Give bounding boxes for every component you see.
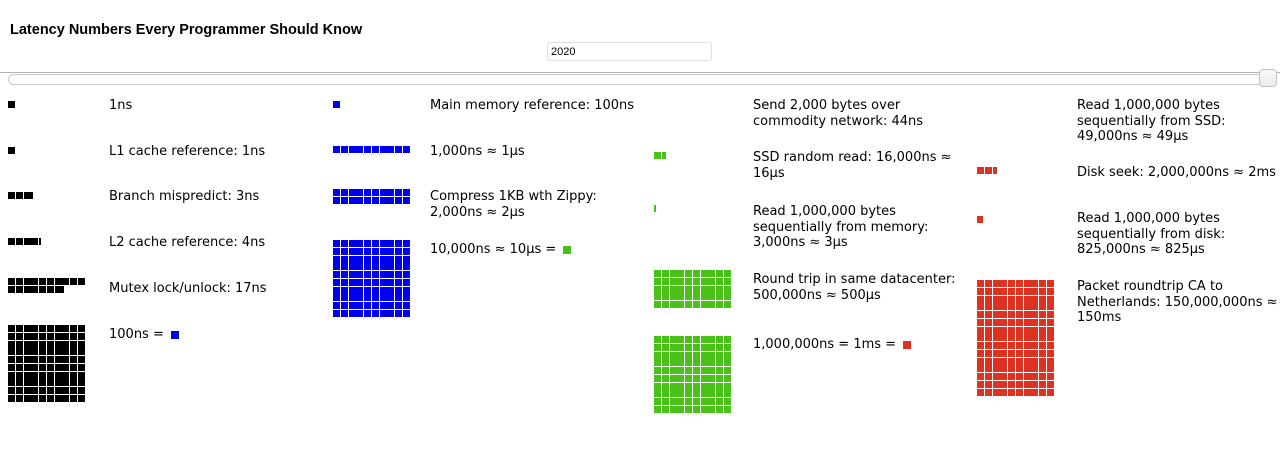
latency-item-label: 100ns = (109, 327, 179, 343)
black-grid-icon (8, 325, 85, 402)
latency-item-label: SSD random read: 16,000ns ≈ 16µs (753, 150, 952, 181)
green-grid-icon (654, 336, 731, 413)
latency-item-label: 1,000,000ns = 1ms = (753, 337, 912, 353)
year-slider-handle[interactable] (1259, 69, 1277, 87)
blue-squares-icon (333, 189, 410, 204)
black-squares-icon (8, 238, 85, 245)
latency-item-label: Compress 1KB wth Zippy: 2,000ns ≈ 2µs (430, 189, 597, 220)
green-grid-icon (654, 270, 731, 308)
year-display: 2020 (547, 42, 712, 61)
red-squares-icon (977, 216, 1054, 223)
blue-grid-icon (333, 240, 410, 317)
year-label: 2020 (551, 45, 576, 58)
red-grid-icon (977, 280, 1054, 396)
black-squares-icon (8, 278, 85, 293)
green-squares-icon (654, 205, 731, 212)
latency-item-label: Packet roundtrip CA to Netherlands: 150,… (1077, 279, 1278, 325)
latency-item-label: Read 1,000,000 bytes sequentially from S… (1077, 98, 1226, 144)
black-squares-icon (8, 101, 85, 108)
latency-item-label: Round trip in same datacenter: 500,000ns… (753, 272, 956, 303)
blue-squares-icon (333, 101, 410, 108)
divider-line (0, 72, 1280, 73)
page-title: Latency Numbers Every Programmer Should … (10, 22, 363, 38)
latency-item-label: Branch mispredict: 3ns (109, 189, 260, 204)
latency-item-label: 10,000ns ≈ 10µs = (430, 242, 572, 258)
green-unit-swatch-icon (563, 245, 572, 254)
latency-item-label: Send 2,000 bytes over commodity network:… (753, 98, 924, 129)
latency-item-label: L2 cache reference: 4ns (109, 235, 266, 250)
latency-item-label: Main memory reference: 100ns (430, 98, 635, 113)
latency-item-label: 1,000ns ≈ 1µs (430, 144, 525, 159)
latency-item-label: Read 1,000,000 bytes sequentially from d… (1077, 211, 1226, 257)
latency-item-label: Disk seek: 2,000,000ns ≈ 2ms (1077, 165, 1276, 180)
blue-squares-icon (333, 146, 410, 153)
black-squares-icon (8, 192, 85, 199)
red-unit-swatch-icon (903, 340, 912, 349)
black-squares-icon (8, 147, 85, 154)
latency-item-label: Mutex lock/unlock: 17ns (109, 281, 267, 296)
latency-item-label: Read 1,000,000 bytes sequentially from m… (753, 204, 929, 250)
green-squares-icon (654, 152, 731, 159)
latency-item-label: 1ns (109, 98, 133, 113)
blue-unit-swatch-icon (170, 330, 179, 339)
red-squares-icon (977, 167, 1054, 174)
year-slider-track[interactable] (8, 74, 1264, 85)
latency-item-label: L1 cache reference: 1ns (109, 144, 266, 159)
